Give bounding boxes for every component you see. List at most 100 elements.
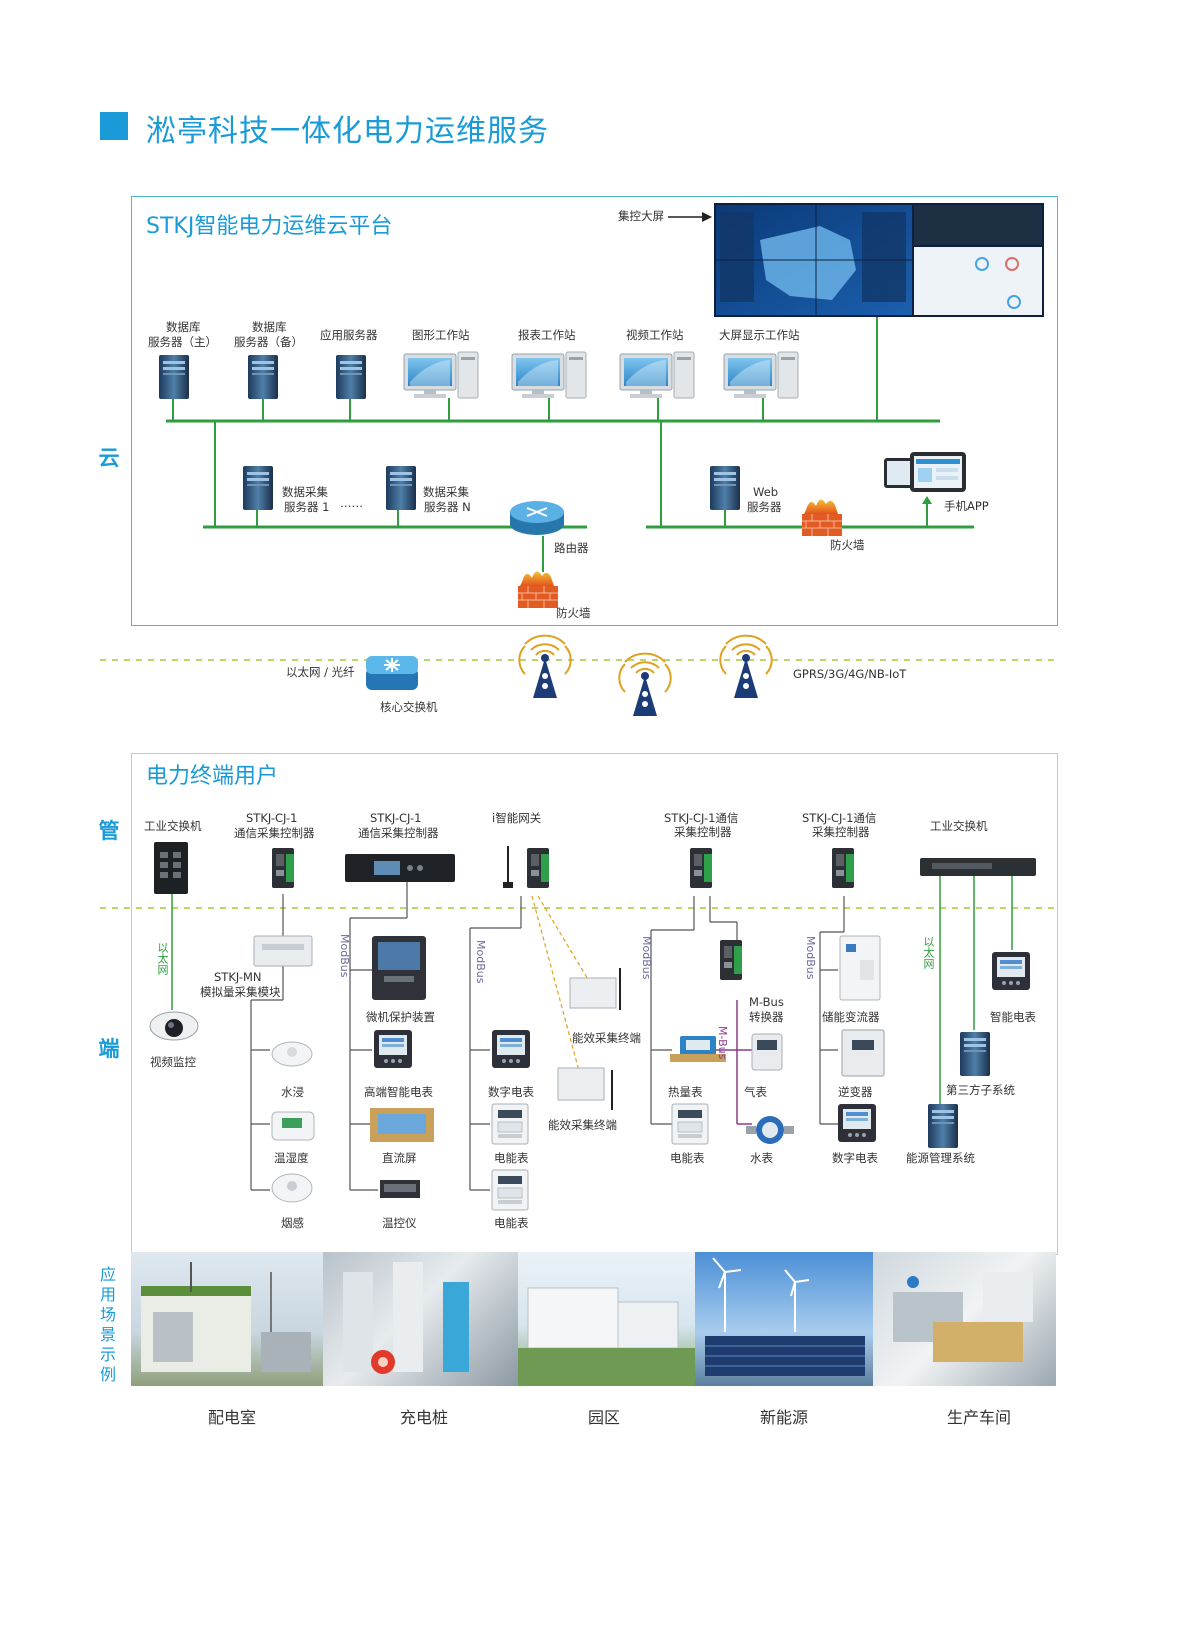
storage-pcs-label: 储能变流器 — [822, 1010, 880, 1024]
mobile-app-label: 手机APP — [944, 499, 989, 513]
side-label-duan: 端 — [98, 1037, 120, 1061]
core-switch-icon — [366, 656, 418, 690]
bigscreen-ws-label: 大屏显示工作站 — [719, 328, 800, 342]
ind-switch-left-label: 工业交换机 — [144, 819, 202, 833]
ind-switch-right-label: 工业交换机 — [930, 819, 988, 833]
digital-meter2-label: 数字电表 — [832, 1151, 878, 1165]
server-icon — [710, 466, 740, 510]
energy-meter-label: 电能表 — [494, 1151, 529, 1165]
workstation-icon — [511, 351, 587, 399]
rack-controller-icon — [345, 854, 455, 882]
graphic-ws-label: 图形工作站 — [412, 328, 470, 342]
terminal-title: 电力终端用户 — [146, 764, 279, 789]
hi-meter-label: 高端智能电表 — [364, 1085, 433, 1099]
router-icon — [510, 501, 564, 535]
ethernet-label: 以太网 / 光纤 — [286, 665, 355, 679]
water-meter-label: 水表 — [750, 1151, 773, 1165]
workstation-icon — [403, 351, 479, 399]
side-label-cloud: 云 — [98, 446, 120, 470]
digital-meter-label: 数字电表 — [488, 1085, 534, 1099]
server-icon — [336, 355, 366, 399]
smart-gateway-icon — [503, 846, 549, 888]
controller-icon — [272, 848, 294, 888]
workstation-icon — [619, 351, 695, 399]
ethernet-vertical-label-2: 以太网 — [922, 936, 935, 969]
eff-terminal1-label: 能效采集终端 — [572, 1031, 641, 1045]
cj1-c-label-2: 采集控制器 — [674, 825, 732, 839]
collect1-label-2: 服务器 1 — [284, 500, 330, 514]
mbus-converter-icon — [720, 940, 742, 980]
gas-meter-icon — [751, 1033, 783, 1071]
scene-image-new-energy — [695, 1252, 873, 1386]
cj1-a-label-1: STKJ-CJ-1 — [246, 811, 298, 825]
scene-label-workshop: 生产车间 — [947, 1408, 1012, 1427]
scene-image-charging — [323, 1252, 518, 1386]
efficiency-terminal-icon — [557, 1067, 613, 1110]
gas-meter-label: 气表 — [744, 1085, 767, 1099]
big-screen-display — [714, 203, 1044, 317]
industrial-switch-left-icon — [154, 842, 188, 894]
mbus-label-1: M-Bus — [749, 995, 784, 1009]
relay-protect-label: 微机保护装置 — [366, 1010, 435, 1024]
db-backup-label-2: 服务器（备） — [234, 335, 303, 349]
video-monitor-label: 视频监控 — [150, 1055, 196, 1069]
wireless-tower-icon — [518, 634, 572, 699]
cj1-c-label-1: STKJ-CJ-1通信 — [664, 811, 739, 825]
controller-icon — [690, 848, 712, 888]
heat-meter-icon — [670, 1036, 726, 1062]
energy-storage-pcs-icon — [839, 935, 881, 1001]
wireless-tower-icon — [618, 652, 672, 717]
wireless-tower-icon — [719, 634, 773, 699]
db-main-label-1: 数据库 — [166, 320, 201, 334]
smart-meter-label: 智能电表 — [990, 1010, 1036, 1024]
page-title: 淞亭科技一体化电力运维服务 — [146, 114, 549, 149]
smoke-detector-icon — [271, 1173, 313, 1203]
db-backup-label-1: 数据库 — [252, 320, 287, 334]
cj1-d-label-2: 采集控制器 — [812, 825, 870, 839]
cj1-d-label-1: STKJ-CJ-1通信 — [802, 811, 877, 825]
inverter-icon — [841, 1029, 885, 1077]
cloud-title: STKJ智能电力运维云平台 — [146, 214, 393, 239]
camera-icon — [149, 1011, 199, 1041]
analog-module-icon — [253, 935, 313, 967]
mbus-label-2: 转换器 — [749, 1010, 784, 1024]
collectN-label-1: 数据采集 — [423, 485, 469, 499]
ellipsis: …… — [340, 496, 363, 510]
energy-meter2-label: 电能表 — [494, 1216, 529, 1230]
db-main-label-2: 服务器（主） — [148, 335, 217, 349]
scene-image-workshop — [873, 1252, 1056, 1386]
temp-controller-icon — [380, 1180, 420, 1198]
web-label-2: 服务器 — [747, 500, 782, 514]
side-label-guan: 管 — [98, 819, 120, 843]
cj1-a-label-2: 通信采集控制器 — [234, 826, 315, 840]
scene-image-substation — [131, 1252, 323, 1386]
ems-label: 能源管理系统 — [906, 1151, 975, 1165]
temp-ctrl-label: 温控仪 — [382, 1216, 417, 1230]
server-icon — [248, 355, 278, 399]
cj1-b-label-2: 通信采集控制器 — [358, 826, 439, 840]
collectN-label-2: 服务器 N — [424, 500, 471, 514]
scene-label-charging: 充电桩 — [400, 1408, 449, 1427]
inverter-label: 逆变器 — [838, 1085, 873, 1099]
server-icon — [243, 466, 273, 510]
temp-humidity-label: 温湿度 — [274, 1151, 309, 1165]
server-icon — [159, 355, 189, 399]
firewall1-label: 防火墙 — [556, 606, 591, 620]
efficiency-terminal-icon — [569, 968, 621, 1010]
dc-screen-icon — [370, 1108, 434, 1142]
scene-label-substation: 配电室 — [208, 1408, 257, 1427]
server-icon — [386, 466, 416, 510]
water-meter-icon — [746, 1116, 794, 1144]
water-leak-sensor-icon — [271, 1041, 313, 1067]
title-square-icon — [100, 112, 128, 140]
app-server-label: 应用服务器 — [320, 328, 378, 342]
wireless-label: GPRS/3G/4G/NB-IoT — [793, 667, 907, 681]
server-icon — [928, 1104, 958, 1148]
scene-label-park: 园区 — [588, 1408, 621, 1427]
big-screen-label: 集控大屏 — [618, 209, 664, 223]
collect1-label-1: 数据采集 — [282, 485, 328, 499]
scene-image-park — [518, 1252, 695, 1386]
modbus-label-1: ModBus — [338, 934, 351, 978]
server-icon — [960, 1032, 990, 1076]
